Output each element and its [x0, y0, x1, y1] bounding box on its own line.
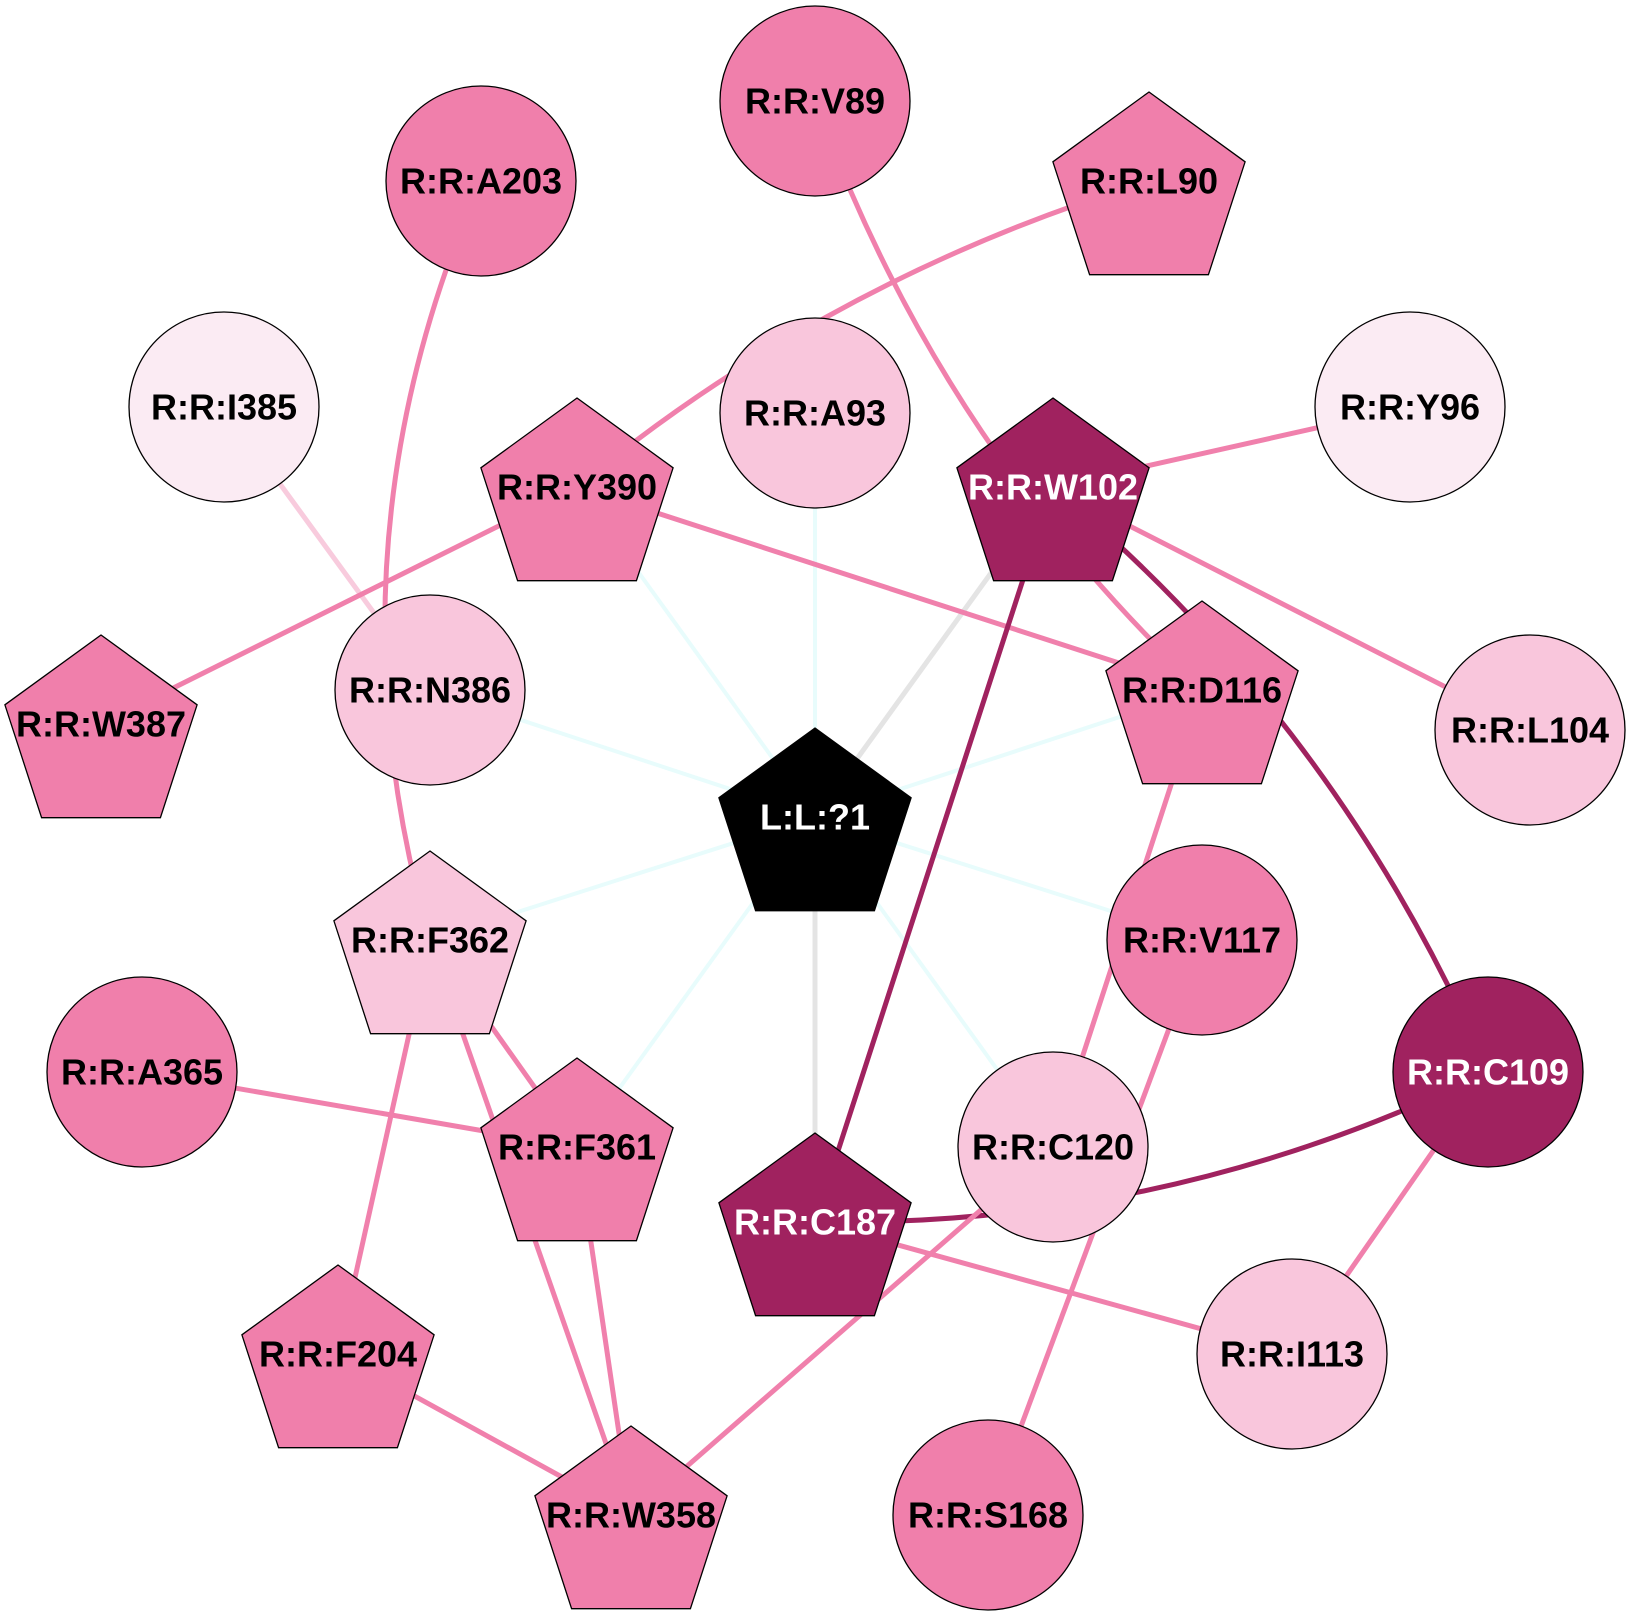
circle-node-shape: [1196, 1258, 1388, 1450]
circle-node-shape: [1434, 634, 1626, 826]
node-r-r-s168[interactable]: R:R:S168: [892, 1419, 1084, 1611]
node-r-r-i385[interactable]: R:R:I385: [128, 311, 320, 503]
node-label: R:R:F204: [259, 1334, 417, 1375]
node-r-r-a365[interactable]: R:R:A365: [46, 976, 238, 1168]
pentagon-node-shape: [1105, 600, 1299, 785]
node-r-r-n386[interactable]: R:R:N386: [334, 594, 526, 786]
node-r-r-a93[interactable]: R:R:A93: [719, 317, 911, 509]
node-r-r-f362[interactable]: R:R:F362: [333, 850, 527, 1035]
node-label: R:R:A365: [61, 1052, 223, 1093]
node-label: R:R:V117: [1123, 920, 1281, 961]
node-label: R:R:Y96: [1340, 387, 1480, 428]
node-label: R:R:Y390: [497, 467, 657, 508]
node-r-r-w102[interactable]: R:R:W102: [956, 397, 1150, 582]
node-r-r-l104[interactable]: R:R:L104: [1434, 634, 1626, 826]
circle-node-shape: [46, 976, 238, 1168]
node-r-r-w387[interactable]: R:R:W387: [4, 634, 198, 819]
node-r-r-f204[interactable]: R:R:F204: [241, 1264, 435, 1449]
edge-r-r-v89-r-r-d116: [812, 100, 1204, 692]
node-r-r-f361[interactable]: R:R:F361: [480, 1057, 674, 1242]
edge-r-r-w102-r-r-c109: [1051, 485, 1491, 1073]
node-label: R:R:C120: [972, 1127, 1134, 1168]
node-label: R:R:A203: [400, 161, 562, 202]
edge-r-r-l90-r-r-y390: [575, 178, 1150, 489]
pentagon-node-shape: [480, 397, 674, 582]
circle-node-shape: [385, 85, 577, 277]
node-label: R:R:C187: [734, 1202, 896, 1243]
node-r-r-c109[interactable]: R:R:C109: [1392, 976, 1584, 1168]
node-label: R:R:D116: [1122, 670, 1282, 711]
pentagon-node-shape: [1052, 91, 1246, 276]
pentagon-node-shape: [718, 1132, 912, 1317]
node-r-r-l90[interactable]: R:R:L90: [1052, 91, 1246, 276]
node-r-r-y96[interactable]: R:R:Y96: [1314, 311, 1506, 503]
pentagon-node-shape: [534, 1425, 728, 1610]
circle-node-shape: [1392, 976, 1584, 1168]
edge-r-r-a203-r-r-f362: [382, 179, 484, 941]
edge-r-r-y390-r-r-d116: [576, 484, 1203, 693]
node-label: R:R:A93: [744, 393, 886, 434]
pentagon-node-shape: [480, 1057, 674, 1242]
circle-node-shape: [128, 311, 320, 503]
node-label: R:R:L90: [1080, 161, 1218, 202]
circle-node-shape: [1314, 311, 1506, 503]
circle-node-shape: [1106, 844, 1298, 1036]
circle-node-shape: [334, 594, 526, 786]
pentagon-node-shape: [241, 1264, 435, 1449]
node-r-r-d116[interactable]: R:R:D116: [1105, 600, 1299, 785]
node-label: R:R:F361: [498, 1127, 656, 1168]
node-label: R:R:W102: [968, 467, 1138, 508]
node-label: R:R:F362: [351, 920, 509, 961]
circle-node-shape: [719, 317, 911, 509]
edge-r-r-c109-r-r-c187: [814, 1069, 1490, 1225]
node-label: R:R:C109: [1407, 1052, 1569, 1093]
node-r-r-i113[interactable]: R:R:I113: [1196, 1258, 1388, 1450]
edge-r-r-y390-r-r-w387: [99, 484, 579, 727]
node-label: R:R:W387: [16, 704, 186, 745]
node-label: R:R:N386: [349, 670, 511, 711]
node-label: R:R:I385: [151, 387, 297, 428]
edge-r-r-w102-r-r-c187: [812, 486, 1056, 1223]
node-r-r-c120[interactable]: R:R:C120: [957, 1051, 1149, 1243]
node-label: L:L:?1: [760, 797, 870, 838]
circle-node-shape: [719, 5, 911, 197]
node-label: R:R:I113: [1220, 1334, 1364, 1375]
node-l-l-1[interactable]: L:L:?1: [718, 727, 912, 912]
circle-node-shape: [892, 1419, 1084, 1611]
circle-node-shape: [957, 1051, 1149, 1243]
node-r-r-v89[interactable]: R:R:V89: [719, 5, 911, 197]
pentagon-node-shape: [333, 850, 527, 1035]
node-label: R:R:W358: [546, 1495, 716, 1536]
node-r-r-a203[interactable]: R:R:A203: [385, 85, 577, 277]
node-label: R:R:V89: [745, 81, 885, 122]
node-r-r-c187[interactable]: R:R:C187: [718, 1132, 912, 1317]
pentagon-node-shape: [4, 634, 198, 819]
node-r-r-v117[interactable]: R:R:V117: [1106, 844, 1298, 1036]
node-r-r-w358[interactable]: R:R:W358: [534, 1425, 728, 1610]
pentagon-node-shape: [956, 397, 1150, 582]
pentagon-node-shape: [718, 727, 912, 912]
node-r-r-y390[interactable]: R:R:Y390: [480, 397, 674, 582]
node-label: R:R:S168: [908, 1495, 1068, 1536]
node-label: R:R:L104: [1451, 710, 1609, 751]
